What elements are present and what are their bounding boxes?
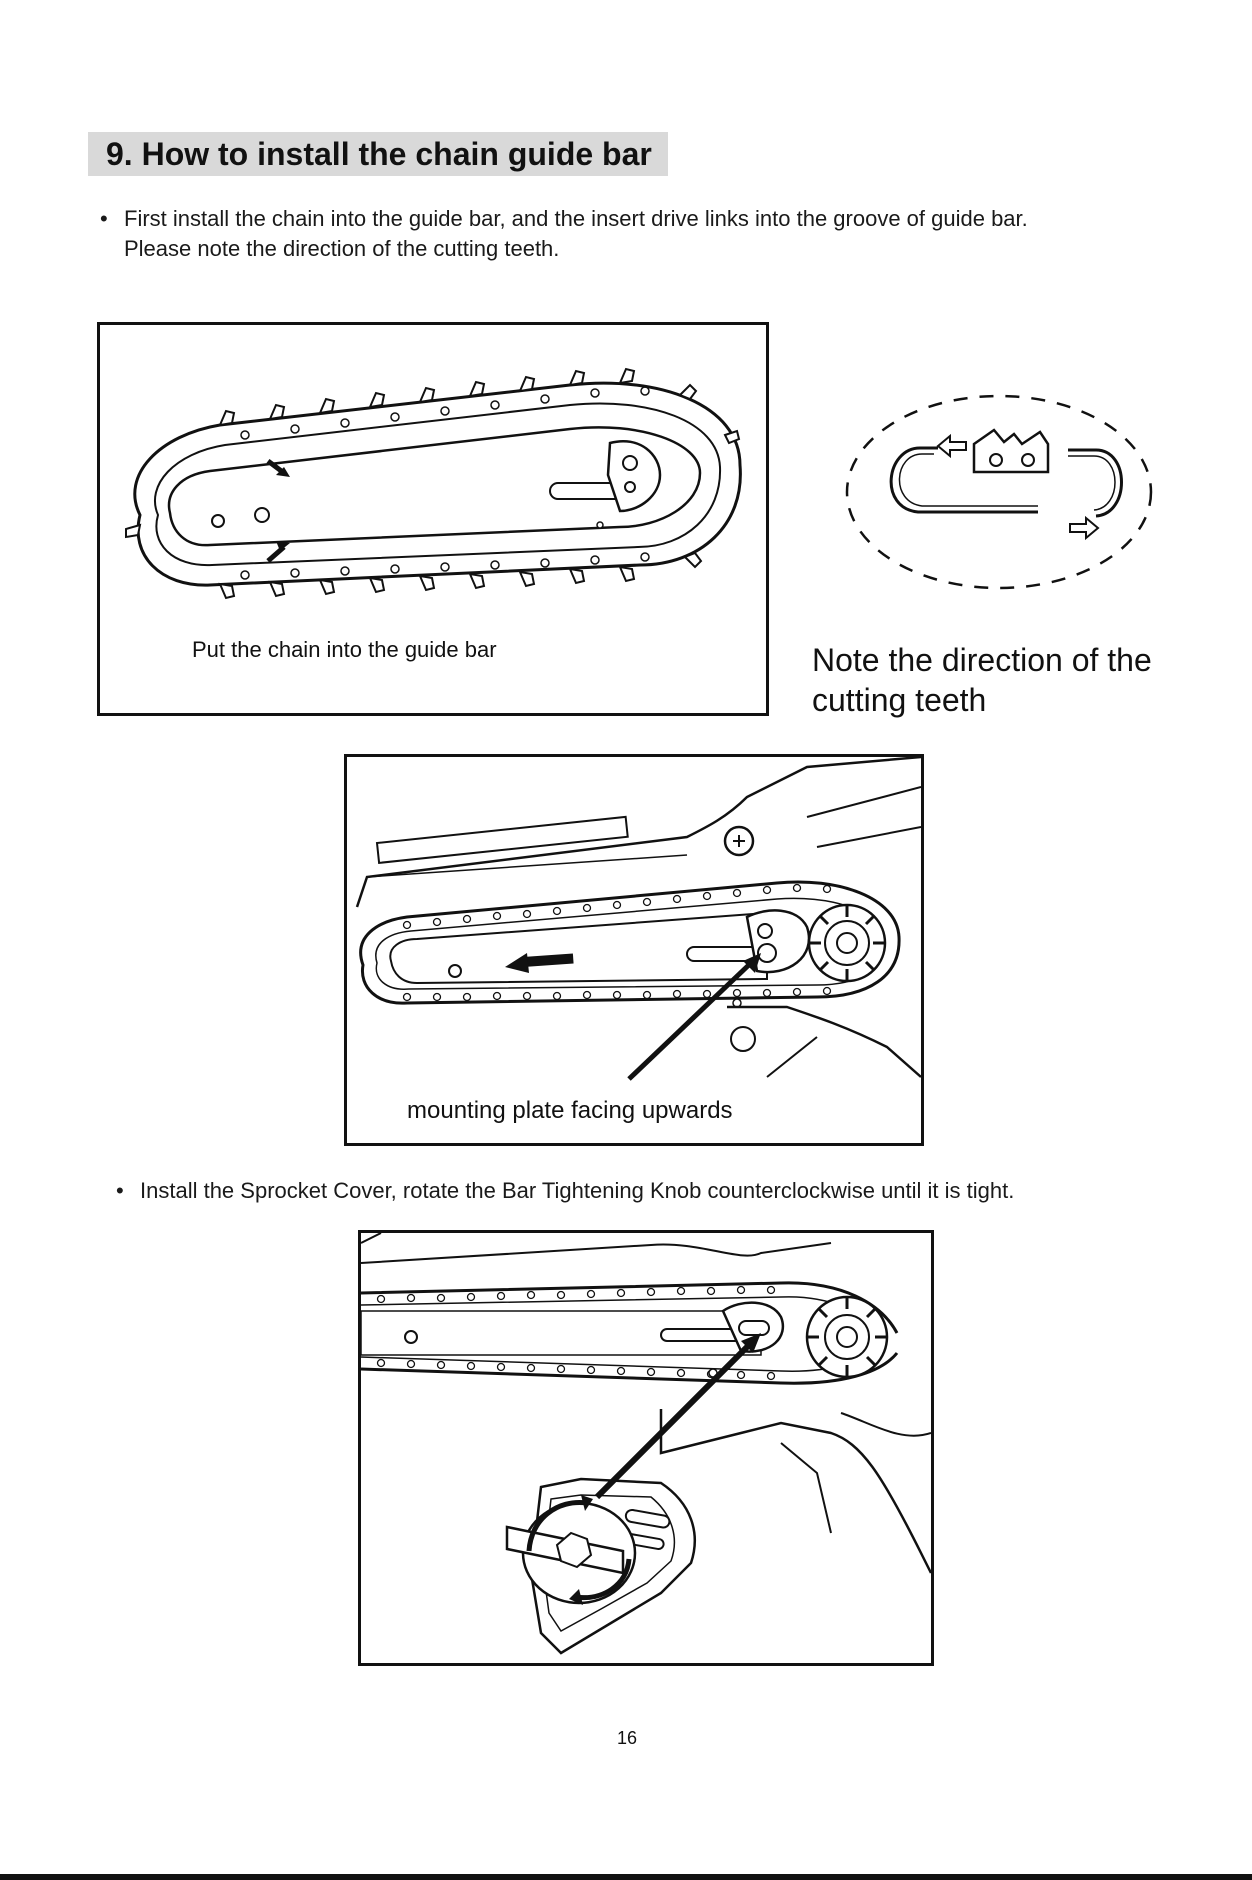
mounting-plate-illustration: [355, 757, 921, 1081]
bullet-text-line2: Please note the direction of the cutting…: [124, 236, 560, 261]
arrow-icon: [526, 1495, 632, 1605]
bullet-item-2: • Install the Sprocket Cover, rotate the…: [116, 1176, 1166, 1206]
figure-chain-guide-bar: Put the chain into the guide bar: [97, 322, 769, 716]
arrow-icon: [505, 953, 574, 973]
bullet-text-line1: First install the chain into the guide b…: [124, 206, 1028, 231]
arrow-icon: [627, 953, 761, 1081]
bullet-item-1: • First install the chain into the guide…: [100, 204, 1160, 268]
note-line-1: Note the direction of the: [812, 642, 1152, 678]
section-title: 9. How to install the chain guide bar: [88, 132, 668, 176]
chain-guide-bar-illustration: [125, 367, 742, 600]
bullet-text: Install the Sprocket Cover, rotate the B…: [140, 1178, 1015, 1203]
chain-tooth-icon: [972, 428, 1050, 474]
page-number: 16: [616, 1728, 638, 1748]
sprocket-cover-illustration: [361, 1233, 931, 1655]
arrow-icon: [594, 1333, 761, 1500]
figure1-caption: Put the chain into the guide bar: [192, 637, 497, 662]
bullet-dot: •: [100, 206, 108, 231]
figure-mounting-plate: mounting plate facing upwards: [344, 754, 924, 1146]
cutting-teeth-direction-diagram: [838, 388, 1160, 596]
bottom-rule: [0, 1874, 1252, 1880]
arrow-icon: [266, 459, 290, 563]
note-text: Note the direction of the cutting teeth: [812, 640, 1232, 720]
bullet-dot: •: [116, 1178, 124, 1203]
note-line-2: cutting teeth: [812, 682, 987, 718]
figure-sprocket-cover: [358, 1230, 934, 1666]
arrow-icon: [936, 433, 1100, 541]
figure2-caption: mounting plate facing upwards: [407, 1097, 733, 1124]
